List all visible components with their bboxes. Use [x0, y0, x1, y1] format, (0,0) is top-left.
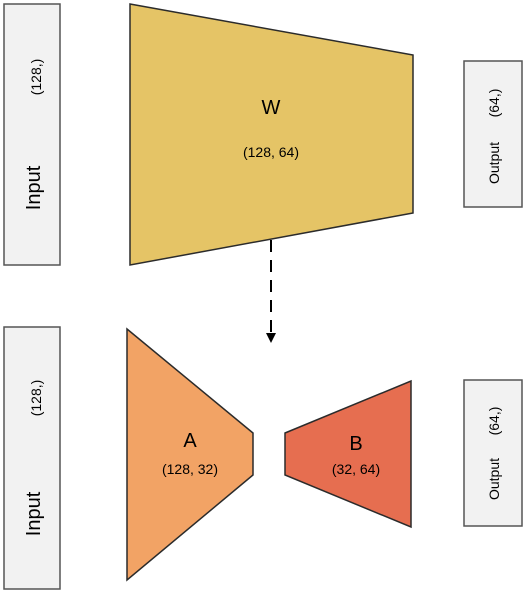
matrix-b-name: B [349, 433, 362, 455]
weight-w-dims: (128, 64) [243, 144, 299, 160]
top-input-box: (128,) Input [3, 3, 61, 266]
bottom-output-label: Output [486, 458, 502, 500]
matrix-a-dims: (128, 32) [162, 461, 218, 477]
weight-w-shape [129, 3, 414, 266]
bottom-output-box: Output (64,) [463, 379, 523, 527]
bottom-input-shape: (128,) [28, 380, 44, 417]
matrix-a-name: A [183, 430, 197, 452]
top-output-box: Output (64,) [463, 60, 523, 208]
matrix-a-trapezoid: A (128, 32) [126, 327, 254, 582]
matrix-a-shape [126, 327, 254, 582]
top-output-label: Output [486, 142, 502, 184]
weight-w-name: W [262, 97, 281, 119]
top-input-label: Input [23, 165, 45, 210]
matrix-b-dims: (32, 64) [332, 461, 380, 477]
weight-w-trapezoid: W (128, 64) [129, 3, 414, 266]
matrix-b-trapezoid: B (32, 64) [284, 379, 412, 529]
matrix-b-shape [284, 379, 412, 529]
bottom-output-shape: (64,) [486, 407, 502, 436]
top-input-shape: (128,) [28, 59, 44, 96]
top-output-shape: (64,) [486, 89, 502, 118]
bottom-input-box: (128,) Input [3, 326, 61, 590]
bottom-input-label: Input [23, 491, 45, 536]
